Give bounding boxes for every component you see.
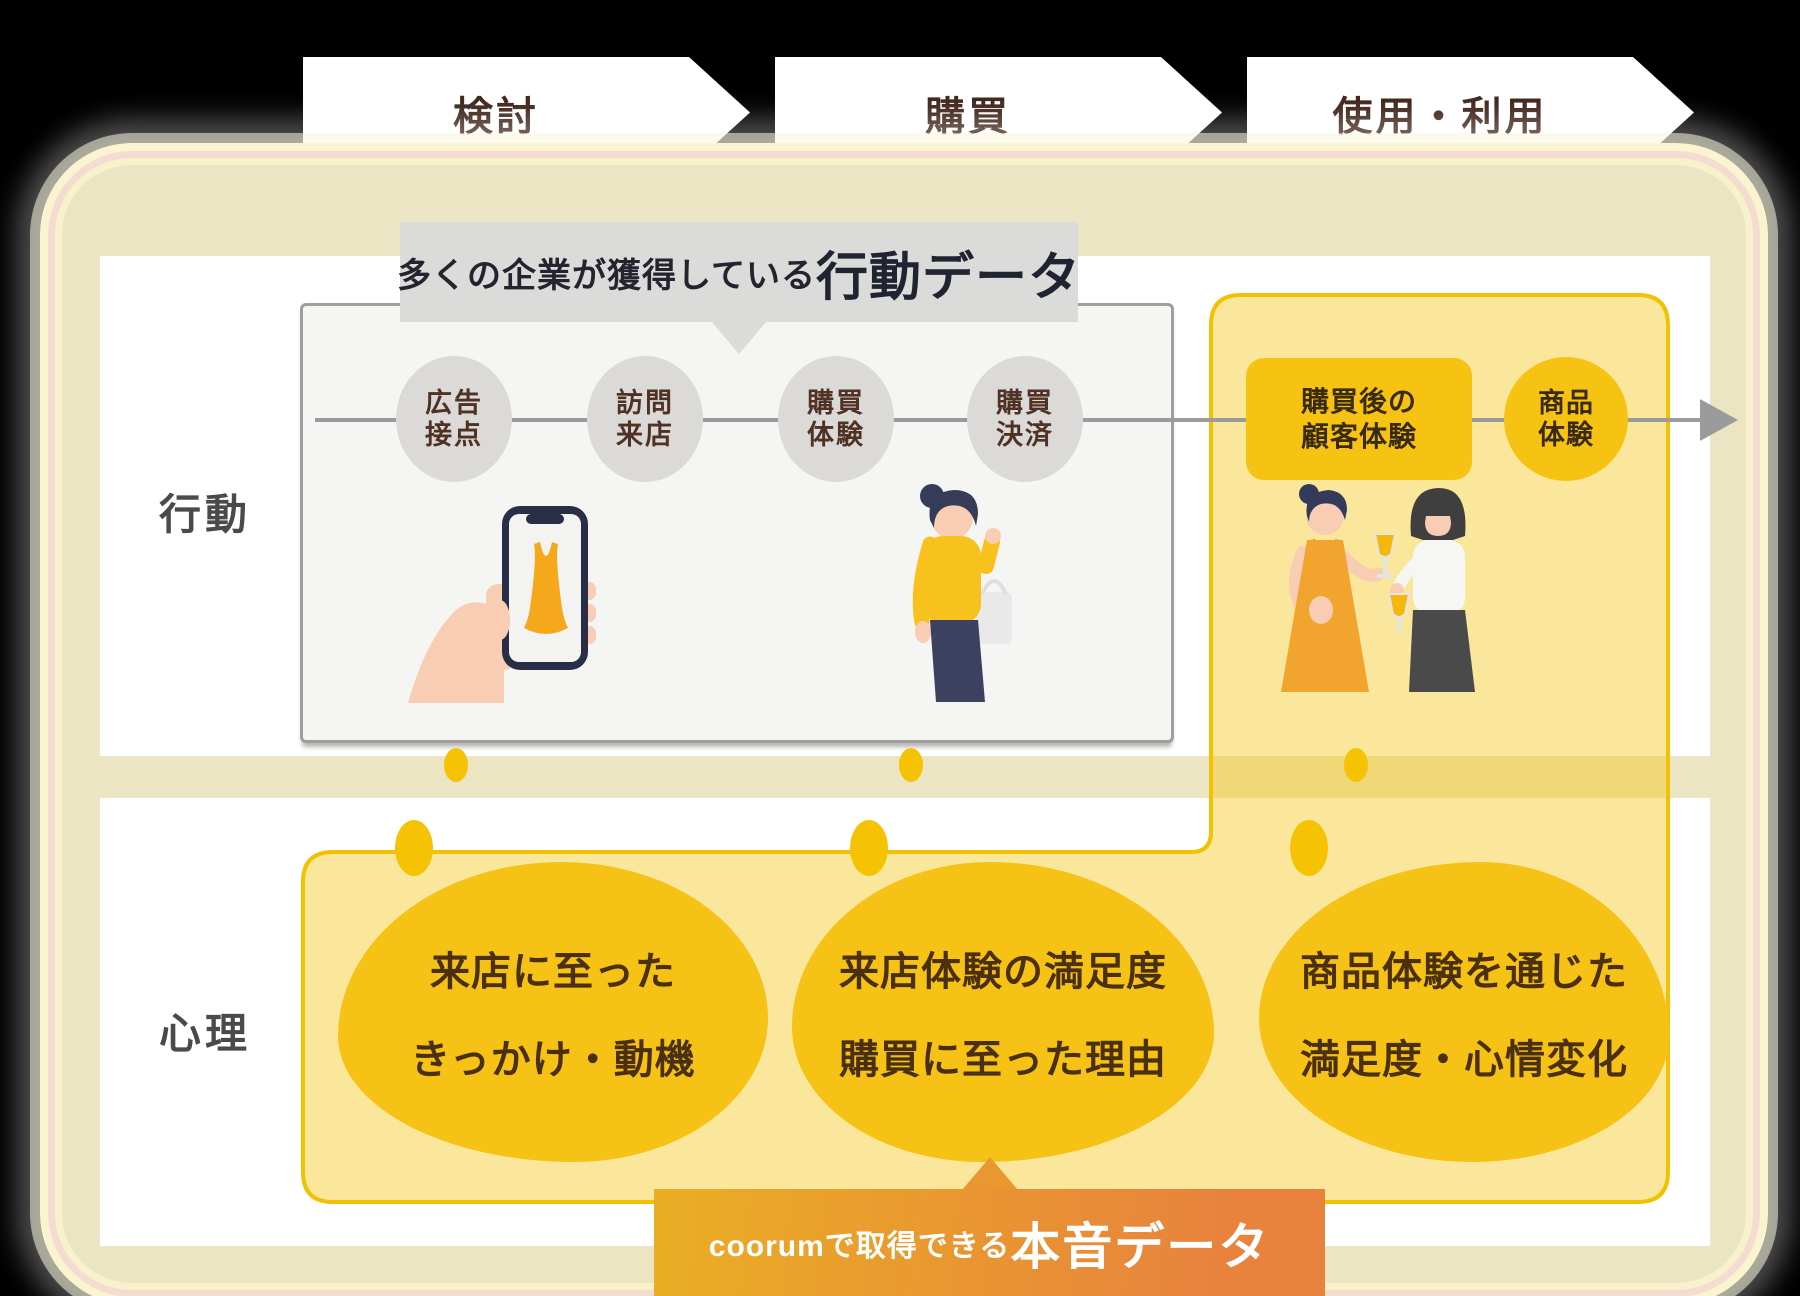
connector-dot-large (395, 820, 433, 876)
step-post-purchase-experience: 購買後の 顧客体験 (1246, 358, 1472, 480)
smartphone-dress-illustration (408, 506, 596, 703)
connector-dot-small (899, 748, 923, 782)
title-emphasis: 行動データ (815, 248, 1081, 307)
connector-dot-large (1290, 820, 1328, 876)
step-label-line: 訪問 (616, 387, 674, 418)
row-label-psychology: 心理 (158, 1010, 251, 1057)
gold-step-line: 購買後の (1300, 386, 1417, 417)
skirt (930, 620, 985, 702)
journey-arrowhead-icon (1700, 399, 1738, 441)
step-store-visit: 訪問 来店 (587, 356, 703, 482)
banner-emphasis: 本音データ (1010, 1218, 1271, 1275)
row-label-behavior: 行動 (158, 491, 251, 538)
gold-step-line: 顧客体験 (1300, 421, 1417, 452)
title-prefix: 多くの企業が獲得している (397, 256, 816, 295)
stage-arrow-purchase: 購買 (775, 57, 1222, 168)
shopper-illustration (912, 484, 1012, 702)
stage-arrow-label: 購買 (925, 94, 1011, 139)
coorum-banner: coorumで取得できる本音データ (654, 1189, 1325, 1296)
shopping-bag (976, 592, 1012, 644)
step-label-line: 広告 (425, 387, 483, 418)
stage-arrow-label: 検討 (453, 94, 539, 139)
behavior-data-title: 多くの企業が獲得している行動データ (397, 222, 1081, 322)
gold-step-line: 体験 (1538, 420, 1594, 450)
step-label-line: 決済 (996, 420, 1054, 450)
stage-arrow-label: 使用・利用 (1332, 94, 1548, 139)
gold-step-line: 商品 (1538, 387, 1594, 418)
dark-skirt (1409, 610, 1475, 692)
step-purchase-experience: 購買 体験 (778, 356, 894, 482)
wine-glass (1387, 593, 1411, 618)
step-product-experience: 商品 体験 (1504, 357, 1628, 481)
step-label-line: 購買 (996, 387, 1054, 418)
toast-illustration (1281, 484, 1475, 692)
step-ad-contact: 広告 接点 (396, 356, 512, 482)
connector-dot-large (850, 820, 888, 876)
step-label-line: 接点 (425, 420, 483, 450)
stage-arrow-usage: 使用・利用 (1247, 57, 1694, 168)
step-purchase-payment: 購買 決済 (967, 356, 1083, 482)
title-pointer-triangle (711, 321, 767, 354)
white-top (1413, 540, 1465, 614)
step-label-line: 体験 (807, 420, 865, 450)
banner-pointer-triangle (962, 1157, 1018, 1190)
blob-text-line: 満足度・心情変化 (1300, 1038, 1628, 1082)
blob-text-line: 商品体験を通じた (1300, 950, 1628, 994)
step-label-line: 来店 (616, 420, 674, 450)
step-label-line: 購買 (807, 387, 865, 418)
blob-text-line: 購買に至った理由 (839, 1038, 1167, 1082)
connector-dot-small (444, 748, 468, 782)
blob-text-line: 来店に至った (430, 950, 676, 994)
stage-arrow-consideration: 検討 (303, 57, 750, 168)
connector-dot-small (1344, 748, 1368, 782)
banner-prefix: coorumで取得できる (708, 1229, 1011, 1263)
blob-text-line: 来店体験の満足度 (839, 950, 1167, 994)
wine-glass (1373, 533, 1397, 558)
blob-text-line: きっかけ・動機 (410, 1038, 696, 1082)
